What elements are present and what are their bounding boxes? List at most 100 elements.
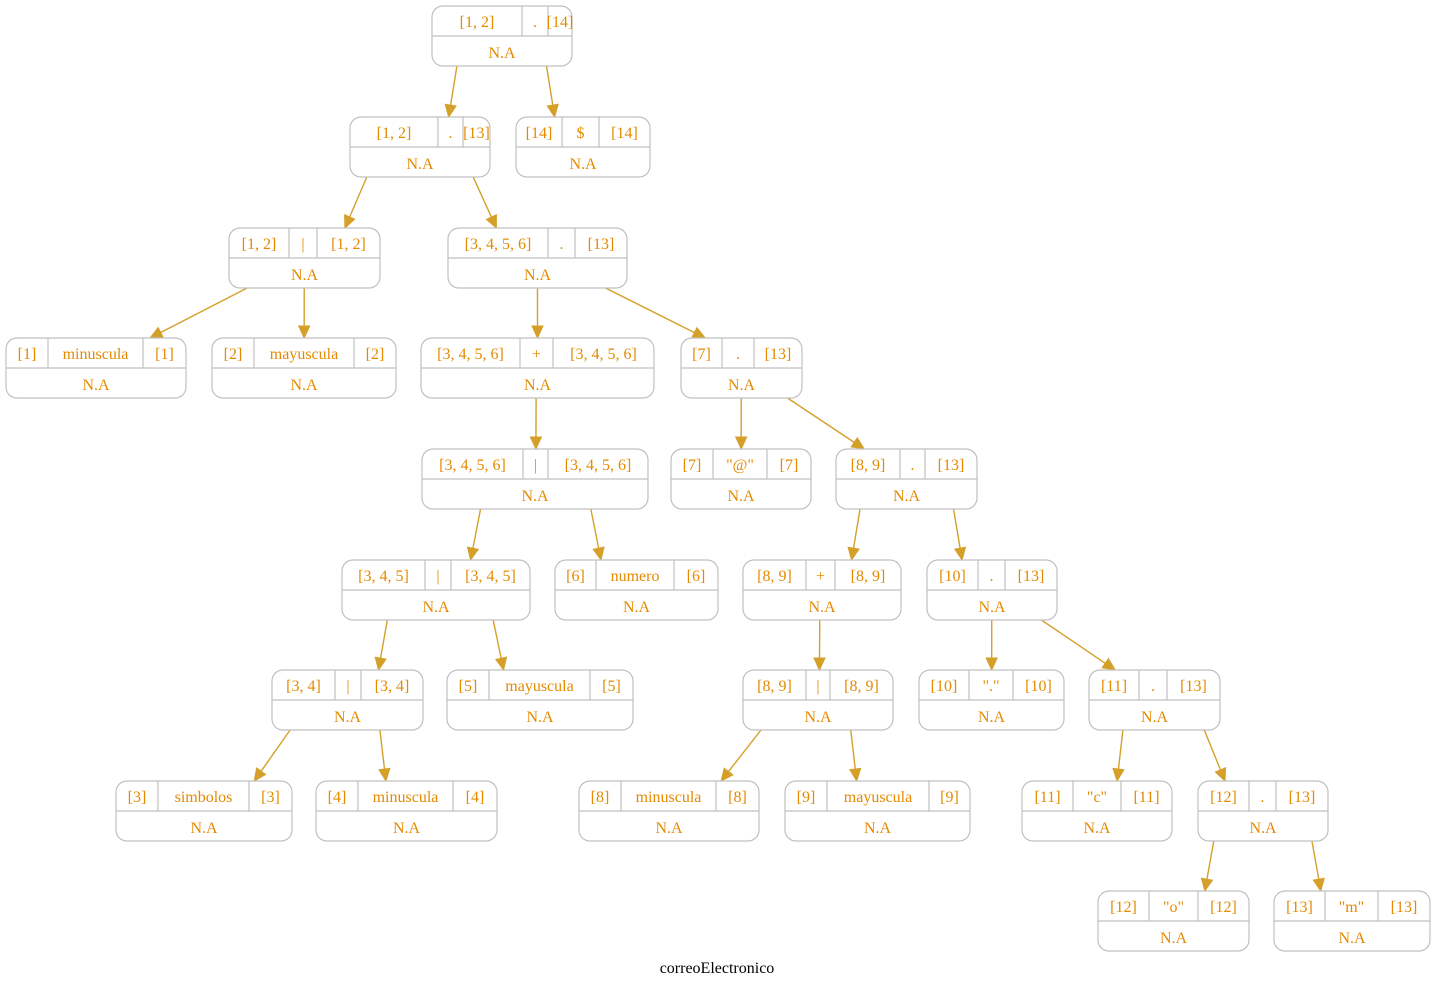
tree-edge [531, 288, 544, 340]
diagram-caption: correoElectronico [660, 960, 775, 977]
arrowhead-icon [374, 656, 387, 672]
node-symbol: | [346, 678, 349, 695]
tree-node: [1, 2].[14]N.A [431, 5, 573, 67]
tree-edge [590, 508, 605, 562]
node-symbol: mayuscula [270, 346, 338, 363]
node-nullable: N.A [978, 599, 1006, 616]
tree-node: [12]"o"[12]N.A [1097, 890, 1250, 952]
tree-edge [378, 729, 391, 783]
tree-node: [8]minuscula[8]N.A [578, 780, 760, 842]
tree-node: [1, 2]|[1, 2]N.A [228, 227, 381, 289]
node-last-pos: [4] [466, 789, 485, 806]
edge-line [850, 729, 856, 770]
edge-line [1203, 729, 1222, 771]
nodes-layer: [1, 2].[14]N.A[1, 2].[13]N.A[14]$[14]N.A… [5, 5, 1431, 952]
node-first-pos: [3, 4, 5, 6] [439, 457, 506, 474]
tree-edge [466, 508, 482, 562]
node-symbol: minuscula [636, 789, 702, 806]
node-first-pos: [13] [1286, 899, 1313, 916]
arrowhead-icon [378, 767, 391, 783]
tree-edge [1112, 729, 1125, 783]
arrowhead-icon [529, 436, 543, 451]
node-last-pos: [8] [728, 789, 747, 806]
tree-node: [8, 9].[13]N.A [835, 448, 978, 510]
edge-line [349, 176, 368, 218]
edge-line [1041, 619, 1106, 664]
node-nullable: N.A [978, 709, 1006, 726]
node-first-pos: [7] [683, 457, 702, 474]
node-last-pos: [5] [602, 678, 621, 695]
node-symbol: mayuscula [844, 789, 912, 806]
tree-node: [1, 2].[13]N.A [349, 116, 491, 178]
node-symbol: "." [982, 678, 999, 695]
tree-node: [1]minuscula[1]N.A [5, 337, 187, 399]
edge-line [545, 65, 554, 106]
node-last-pos: [9] [940, 789, 959, 806]
node-nullable: N.A [488, 45, 516, 62]
node-first-pos: [10] [939, 568, 966, 585]
tree-node: [10].[13]N.A [926, 559, 1058, 621]
tree-edge [787, 397, 866, 450]
tree-edge [605, 287, 707, 339]
tree-edge [374, 619, 389, 672]
tree-edge [545, 65, 559, 119]
node-first-pos: [3, 4, 5, 6] [465, 236, 532, 253]
arrowhead-icon [953, 546, 967, 562]
node-symbol: . [560, 236, 564, 253]
node-last-pos: [13] [1391, 899, 1418, 916]
node-last-pos: [2] [366, 346, 385, 363]
edge-line [852, 508, 861, 549]
node-last-pos: [13] [938, 457, 965, 474]
tree-node: [8, 9]|[8, 9]N.A [742, 669, 894, 731]
tree-node: [7].[13]N.A [680, 337, 803, 399]
node-nullable: N.A [334, 709, 362, 726]
node-nullable: N.A [406, 156, 434, 173]
edge-line [1311, 840, 1320, 880]
node-symbol: . [1151, 678, 1155, 695]
node-nullable: N.A [1338, 930, 1366, 947]
node-nullable: N.A [526, 709, 554, 726]
tree-edge [1311, 840, 1325, 893]
node-symbol: mayuscula [505, 678, 573, 695]
tree-edge [529, 397, 543, 451]
node-nullable: N.A [804, 709, 832, 726]
edge-line [449, 65, 458, 106]
edge-line [787, 397, 855, 443]
node-symbol: | [534, 457, 537, 474]
node-symbol: "c" [1087, 789, 1107, 806]
tree-edge [985, 619, 998, 672]
edge-line [472, 176, 493, 218]
tree-node: [3, 4, 5, 6]|[3, 4, 5, 6]N.A [421, 448, 649, 510]
node-nullable: N.A [521, 488, 549, 505]
node-last-pos: [7] [780, 457, 799, 474]
node-last-pos: [8, 9] [851, 568, 886, 585]
node-first-pos: [14] [526, 125, 553, 142]
edge-line [379, 729, 386, 770]
node-last-pos: [11] [1133, 789, 1159, 806]
node-first-pos: [1, 2] [377, 125, 412, 142]
node-nullable: N.A [1160, 930, 1188, 947]
arrowhead-icon [1200, 877, 1214, 893]
edges-layer [148, 65, 1325, 893]
node-last-pos: [13] [1018, 568, 1045, 585]
tree-edge [847, 508, 861, 562]
arrowhead-icon [1214, 767, 1227, 783]
tree-node: [4]minuscula[4]N.A [315, 780, 498, 842]
node-nullable: N.A [864, 820, 892, 837]
tree-edge [444, 65, 458, 119]
tree-edge [952, 508, 967, 562]
node-symbol: minuscula [373, 789, 439, 806]
node-last-pos: [6] [687, 568, 706, 585]
tree-edge [1200, 840, 1215, 893]
tree-edge [492, 619, 508, 672]
tree-edge [253, 729, 291, 782]
tree-edge [734, 397, 748, 451]
arrowhead-icon [813, 657, 826, 672]
node-first-pos: [11] [1034, 789, 1060, 806]
tree-node: [5]mayuscula[5]N.A [446, 669, 634, 731]
node-first-pos: [12] [1210, 789, 1237, 806]
node-nullable: N.A [82, 377, 110, 394]
tree-node: [3, 4]|[3, 4]N.A [271, 669, 424, 731]
node-first-pos: [1, 2] [242, 236, 277, 253]
arrowhead-icon [1112, 767, 1125, 783]
